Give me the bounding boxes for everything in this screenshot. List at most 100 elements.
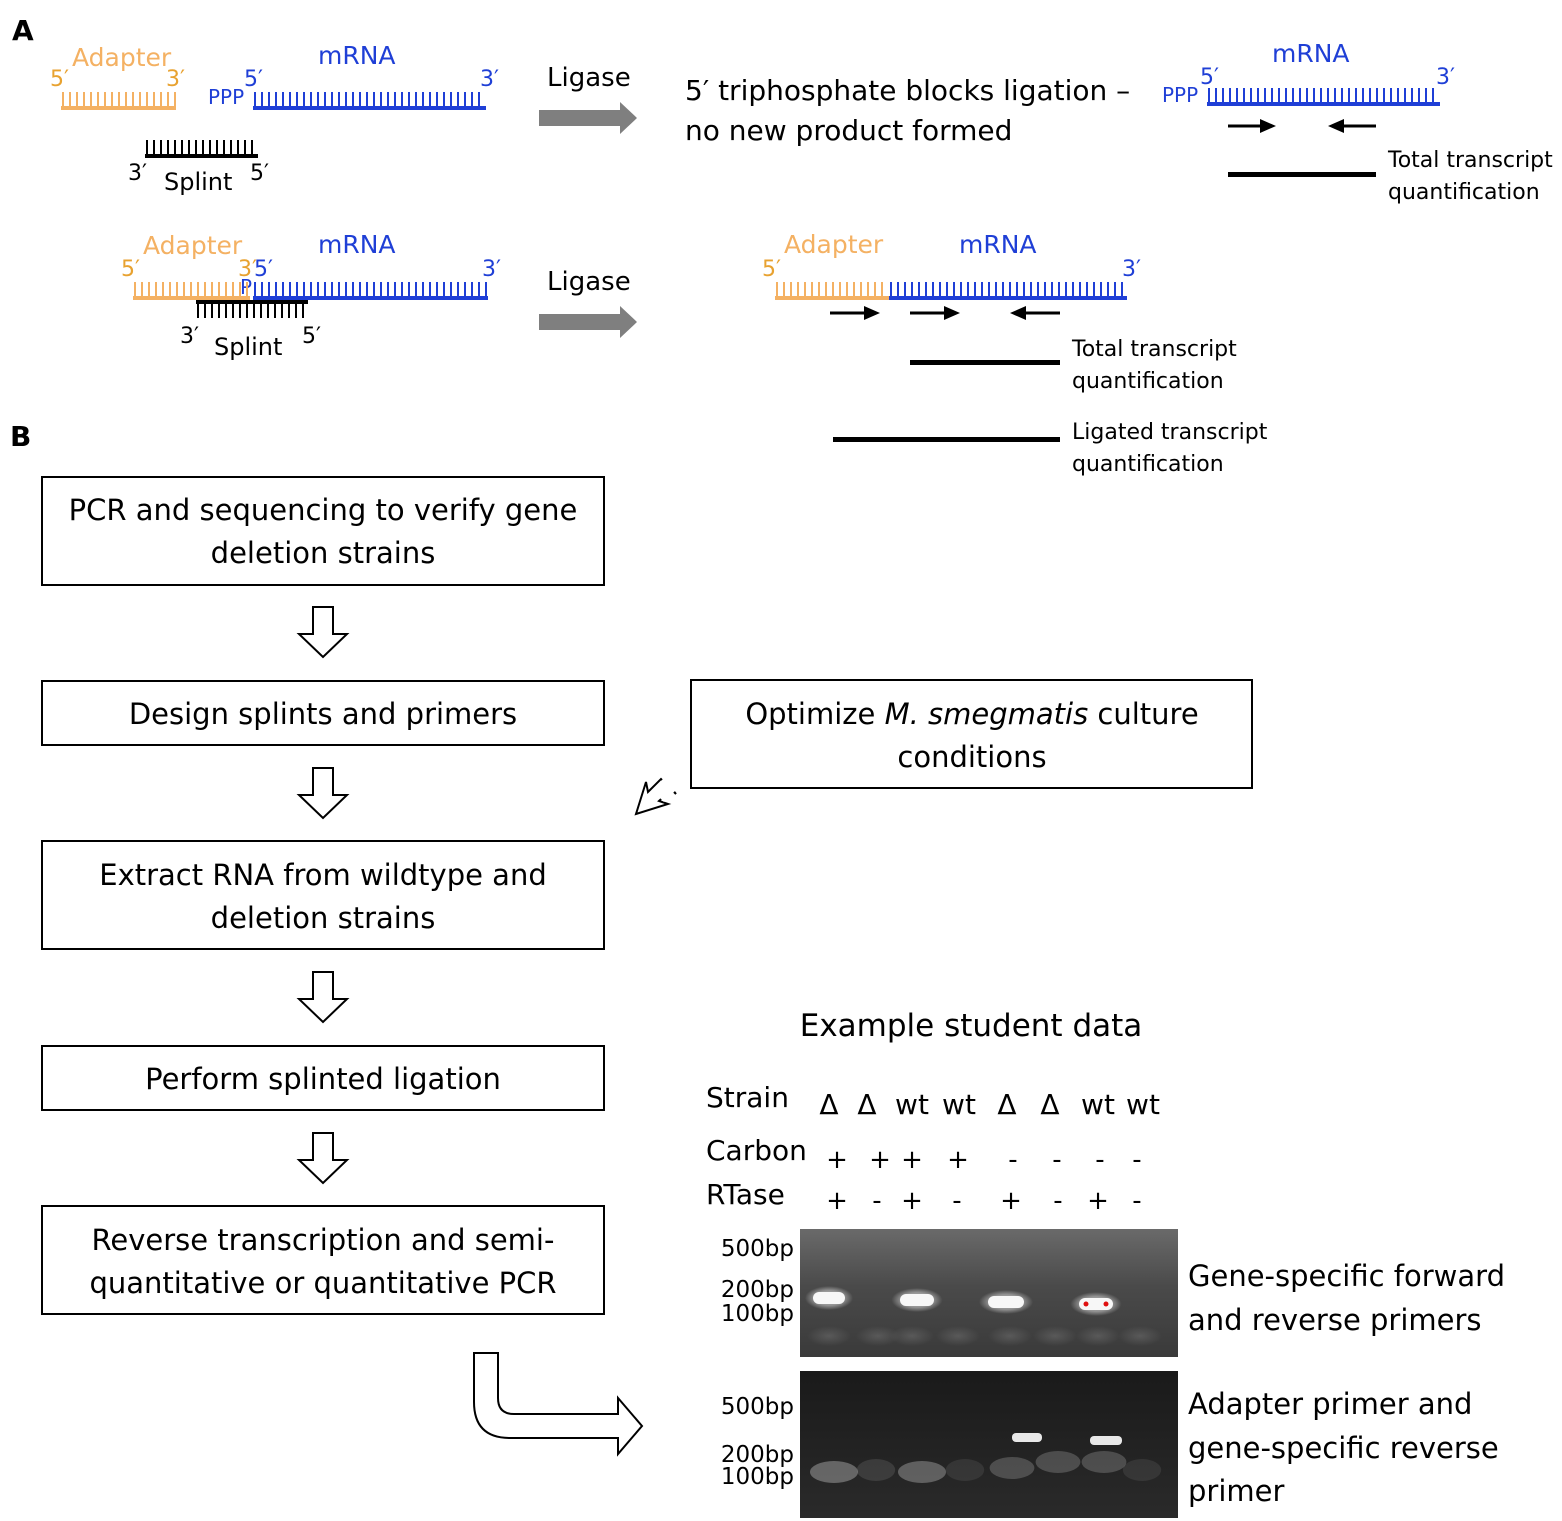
prod-3: 3′ [1122,257,1141,282]
carbon-lane-7: - [1095,1145,1104,1175]
gel1-band [813,1292,845,1304]
carbon-lane-8: - [1132,1145,1141,1175]
gel2-dimer-band [898,1461,946,1483]
ligated-amplicon-bar [833,437,1060,442]
gel-1-bands [805,1286,1162,1346]
step-4-line1: Perform splinted ligation [145,1062,501,1096]
top-mrna-label: mRNA [318,41,396,70]
saturation-dot [1083,1301,1089,1307]
product-mrna-strand [889,282,1127,300]
bottom-row-processed: Adapter 5′ 3′ P mRNA 5′ 3′ 3′ Splint 5′ … [121,230,1268,477]
gel1-band [900,1294,934,1306]
top-ligase-label: Ligase [547,63,631,93]
carbon-lane-5: - [1008,1145,1017,1175]
product-forward-primer-arrow [910,306,960,320]
gel1-band [988,1296,1024,1308]
carbon-lane-4: + [947,1145,969,1175]
step-5-line2: quantitative or quantitative PCR [89,1266,556,1300]
product-adapter-strand [775,282,889,300]
gel2-dimer-band [989,1457,1035,1479]
strain-lane-3: wt [895,1088,929,1121]
gel2-dimer-band [1122,1459,1162,1481]
top-result-line2: no new product formed [685,114,1012,147]
step-5-line1: Reverse transcription and semi- [92,1223,555,1257]
rtase-row: +-+-+-+- [826,1186,1142,1216]
gel2-label-line3: primer [1188,1474,1284,1508]
gel1-smear [1076,1326,1120,1346]
top-result-line1: 5′ triphosphate blocks ligation – [685,74,1130,107]
gel1-smear [890,1326,934,1346]
total-quant-line2: quantification [1072,369,1224,394]
gel2-ligated-band [1090,1436,1122,1445]
top-adapter-strand [61,92,176,110]
rtase-label: RTase [706,1178,785,1211]
gel1-label-line1: Gene-specific forward [1188,1259,1505,1293]
bot-adapter-strand [133,282,250,300]
gel2-dimer-band [856,1459,896,1481]
bot-splint-3: 3′ [180,324,199,349]
gel1-ladder-100: 100bp [721,1301,794,1327]
right-mrna-strand [1207,88,1440,106]
bot-splint-strand [196,300,308,318]
prod-5: 5′ [762,257,781,282]
right-total-line1: Total transcript [1387,148,1553,173]
bent-arrow-to-gel [473,1352,644,1457]
gel2-label-line2: gene-specific reverse [1188,1431,1499,1465]
bot-splint-5: 5′ [302,324,321,349]
culture-line1: Optimize M. smegmatis culture [745,697,1198,731]
carbon-lane-3: + [901,1145,923,1175]
top-row-unprocessed: Adapter 5′ 3′ mRNA 5′ 3′ PPP 3′ Splint 5… [50,39,1553,205]
bot-ligase-arrow [539,306,637,338]
step-box-2: Design splints and primers [41,680,605,746]
total-amplicon-bar [910,360,1060,365]
right-ppp: PPP [1162,83,1198,107]
gel-2 [800,1371,1178,1518]
step-1-line1: PCR and sequencing to verify gene [69,493,578,527]
top-adapter-5: 5′ [50,67,69,92]
step-box-1: PCR and sequencing to verify gene deleti… [41,476,605,586]
gel1-smear [1033,1326,1077,1346]
rtase-lane-4: - [952,1186,961,1216]
gel2-ladder-200: 200bp [721,1442,794,1468]
top-mrna-5: 5′ [244,67,263,92]
panel-a-letter: A [12,14,34,47]
right-total-amplicon-bar [1228,172,1376,177]
ligated-quant-line1: Ligated transcript [1072,420,1268,445]
product-adapter-primer-arrow [830,306,880,320]
prod-adapter-label: Adapter [784,230,884,259]
gel-1 [800,1229,1178,1357]
down-arrow-4 [296,1132,350,1185]
top-splint-strand [145,140,258,158]
carbon-lane-6: - [1052,1145,1061,1175]
strain-label: Strain [706,1081,789,1114]
gel2-dimer-band [810,1461,858,1483]
step-1-line2: deletion strains [211,536,436,570]
carbon-label: Carbon [706,1134,807,1167]
top-splint-label: Splint [164,168,232,196]
gel1-label-line2: and reverse primers [1188,1303,1482,1337]
gel2-ladder-500: 500bp [721,1394,794,1420]
bot-mrna-3: 3′ [482,257,501,282]
carbon-lane-1: + [826,1145,848,1175]
gel-2-bands [810,1433,1162,1483]
bot-ligase-label: Ligase [547,267,631,297]
top-ppp: PPP [208,85,244,109]
top-adapter-label: Adapter [72,43,172,72]
bot-adapter-5: 5′ [121,257,140,282]
product-reverse-primer-arrow [1010,306,1060,320]
step-2-line1: Design splints and primers [129,697,517,731]
rtase-lane-8: - [1132,1186,1141,1216]
down-arrow-1 [296,606,350,659]
bot-adapter-label: Adapter [143,231,243,260]
top-splint-5: 5′ [250,161,269,186]
bot-adapter-3: 3′ [238,257,257,282]
gel2-dimer-band [1035,1451,1081,1473]
carbon-row: ++++---- [826,1145,1142,1175]
step-box-3: Extract RNA from wildtype and deletion s… [41,840,605,950]
top-mrna-strand [253,92,486,110]
gel1-ladder-200: 200bp [721,1277,794,1303]
rtase-lane-1: + [826,1186,848,1216]
carbon-lane-2: + [869,1145,891,1175]
